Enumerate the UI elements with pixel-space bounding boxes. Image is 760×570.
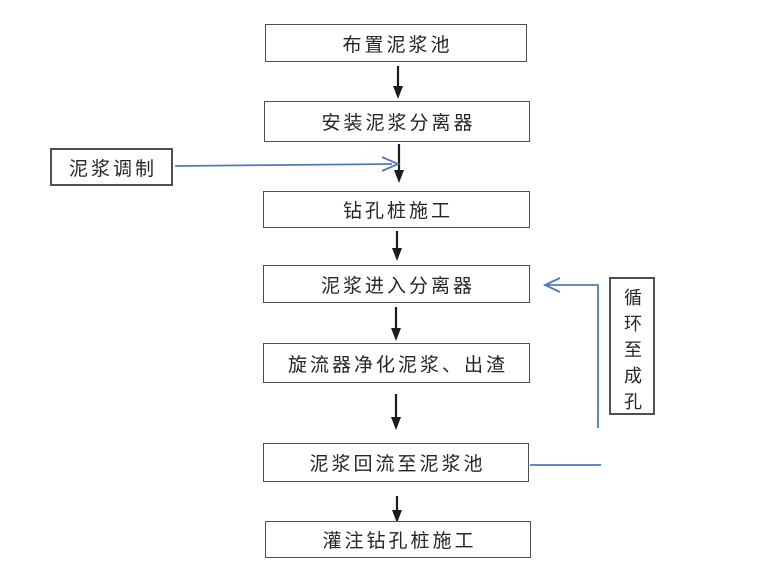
node-arrange-mud-pool: 布置泥浆池 bbox=[265, 24, 527, 62]
flow-arrow-return-to-pour bbox=[392, 496, 402, 523]
node-pour-bored-pile: 灌注钻孔桩施工 bbox=[265, 521, 531, 558]
node-bored-pile-construction: 钻孔桩施工 bbox=[263, 191, 530, 228]
node-mud-returns-to-pool-label: 泥浆回流至泥浆池 bbox=[309, 454, 486, 475]
flow-arrow-cyclone-to-return bbox=[391, 394, 401, 430]
flow-arrow-separator-to-cyclone bbox=[391, 307, 401, 341]
link-arrow-mud-preparation bbox=[174, 156, 401, 172]
node-cyclone-purifies-mud-label: 旋流器净化泥浆、出渣 bbox=[287, 354, 508, 376]
node-mud-enters-separator-label: 泥浆进入分离器 bbox=[320, 275, 475, 297]
node-install-mud-separator: 安装泥浆分离器 bbox=[264, 101, 530, 142]
node-cyclone-purifies-mud: 旋流器净化泥浆、出渣 bbox=[263, 343, 530, 383]
node-mud-preparation-label: 泥浆调制 bbox=[68, 158, 157, 180]
node-mud-enters-separator: 泥浆进入分离器 bbox=[263, 265, 530, 303]
flow-arrow-pool-to-install bbox=[393, 66, 403, 99]
node-install-mud-separator-label: 安装泥浆分离器 bbox=[321, 113, 476, 134]
node-circulate-until-hole-formed: 循环至成孔 bbox=[609, 277, 655, 415]
node-bored-pile-construction-label: 钻孔桩施工 bbox=[342, 201, 453, 222]
node-mud-preparation: 泥浆调制 bbox=[50, 148, 173, 186]
node-mud-returns-to-pool: 泥浆回流至泥浆池 bbox=[263, 443, 529, 482]
node-pour-bored-pile-label: 灌注钻孔桩施工 bbox=[322, 531, 477, 552]
flow-arrow-drill-to-separator bbox=[392, 231, 402, 261]
node-arrange-mud-pool-label: 布置泥浆池 bbox=[342, 34, 453, 56]
flow-arrow-install-to-drill bbox=[394, 144, 404, 183]
link-arrow-circulation-up bbox=[542, 277, 599, 428]
node-circulate-until-hole-formed-label: 循环至成孔 bbox=[622, 288, 642, 415]
